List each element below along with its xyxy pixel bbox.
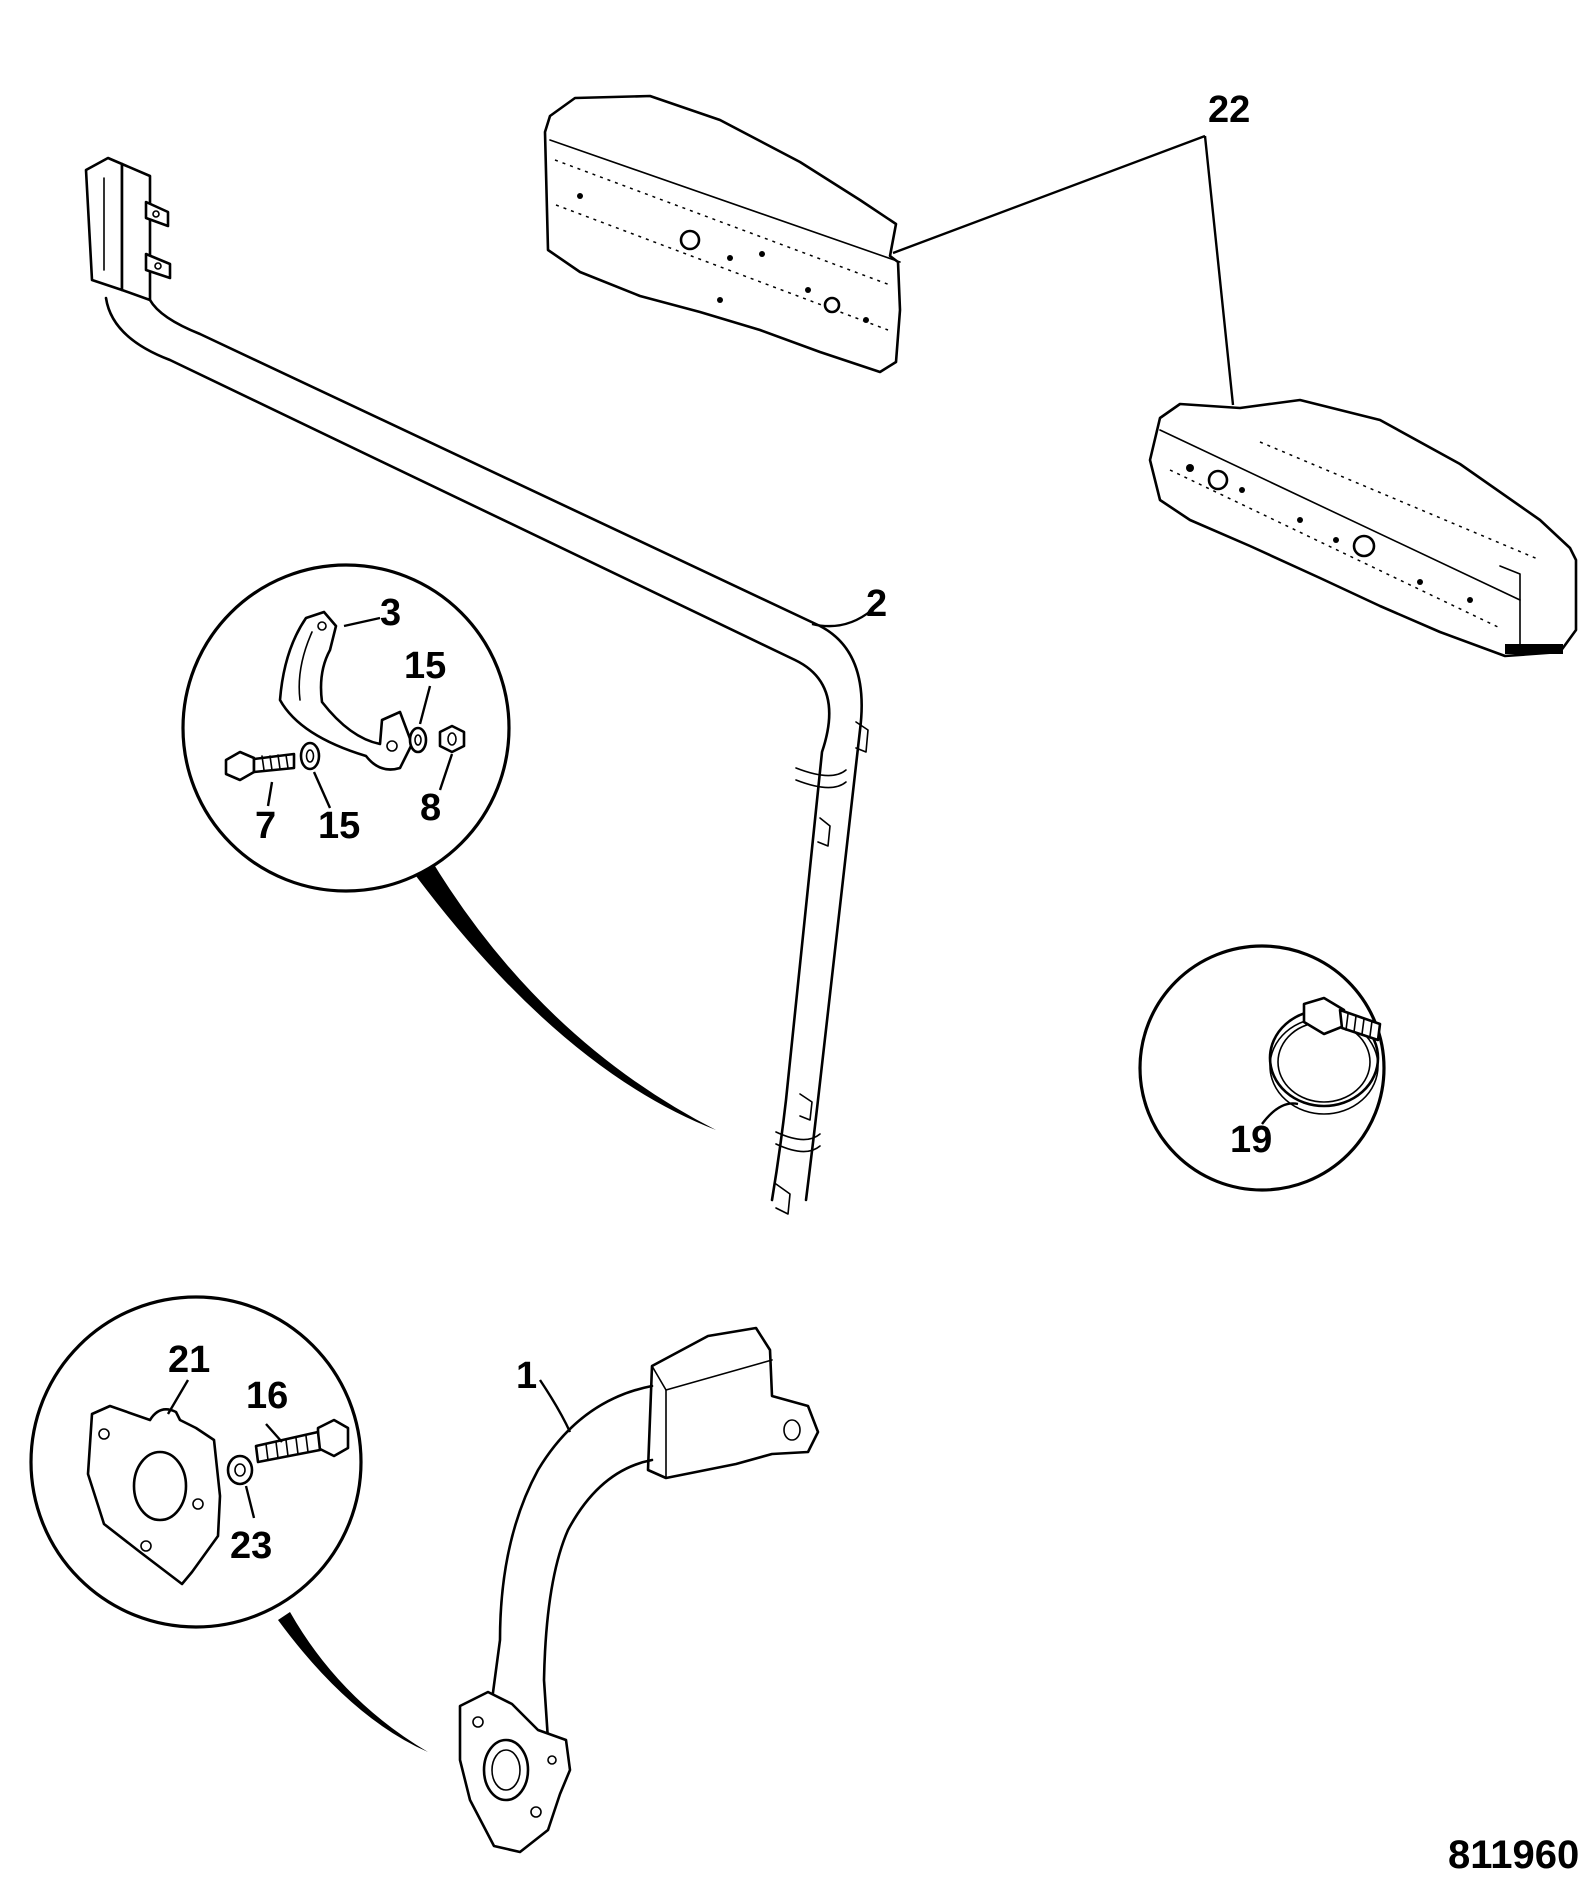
callout-7: 7 [255,805,276,847]
part-1-bent-pipe [458,1326,820,1854]
callout-15-lower: 15 [318,805,360,847]
detail-circle-clamp [181,563,716,1130]
callout-19: 19 [1230,1119,1272,1161]
part-22-bracket-upper [543,94,902,374]
callout-2: 2 [866,583,887,625]
leader-1 [539,1379,572,1433]
callout-8: 8 [420,787,441,829]
detail-circle-hose-clip [1138,944,1386,1192]
callout-3: 3 [380,592,401,634]
callout-15-upper: 15 [404,645,446,687]
callout-1: 1 [516,1355,537,1397]
part-22-bracket-lower [1148,398,1578,658]
callout-22: 22 [1208,89,1250,131]
leader-22 [892,134,1235,406]
callout-16: 16 [246,1375,288,1417]
callout-23: 23 [230,1525,272,1567]
leader-2 [811,609,873,628]
part-2-long-tube [84,156,869,1215]
callout-21: 21 [168,1339,210,1381]
detail-circle-gasket [29,1295,428,1752]
figure-number: 811960 [1448,1833,1579,1877]
